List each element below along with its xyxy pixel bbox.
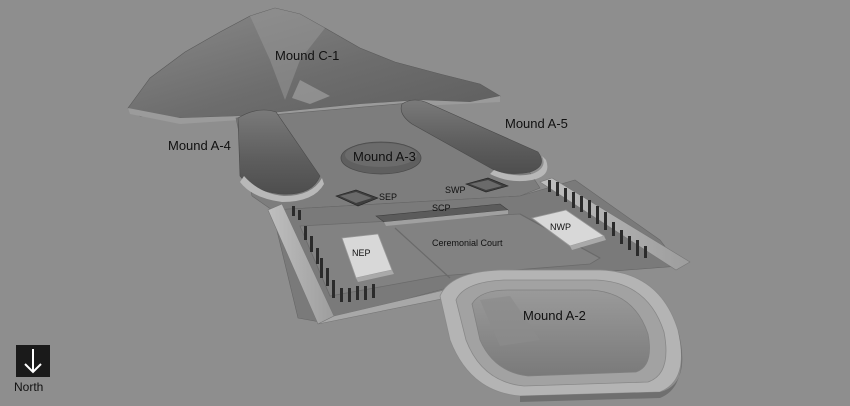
tree-rows	[292, 180, 647, 302]
sep-platform	[335, 189, 379, 207]
north-arrow-icon	[16, 345, 50, 377]
label-nep: NEP	[352, 248, 371, 258]
north-label: North	[14, 380, 44, 394]
swp-platform	[465, 177, 509, 193]
label-scp: SCP	[432, 203, 451, 213]
label-mound-a2: Mound A-2	[523, 308, 586, 323]
mound-a3	[340, 141, 422, 175]
nep-platform	[341, 233, 394, 282]
label-sep: SEP	[379, 192, 397, 202]
label-swp: SWP	[445, 185, 466, 195]
label-mound-a5: Mound A-5	[505, 116, 568, 131]
mound-a5	[400, 99, 548, 182]
label-mound-a3: Mound A-3	[353, 149, 416, 164]
label-ceremonial-court: Ceremonial Court	[432, 238, 503, 248]
label-nwp: NWP	[550, 222, 571, 232]
mound-a4	[237, 109, 324, 202]
nwp-platform	[531, 209, 606, 250]
label-mound-c1: Mound C-1	[275, 48, 339, 63]
mound-a2	[439, 269, 683, 402]
mound-c1	[127, 7, 501, 124]
scp-platform	[375, 203, 509, 226]
label-mound-a4: Mound A-4	[168, 138, 231, 153]
map-labels: Mound C-1 Mound A-5 Mound A-4 Mound A-3 …	[168, 48, 586, 323]
